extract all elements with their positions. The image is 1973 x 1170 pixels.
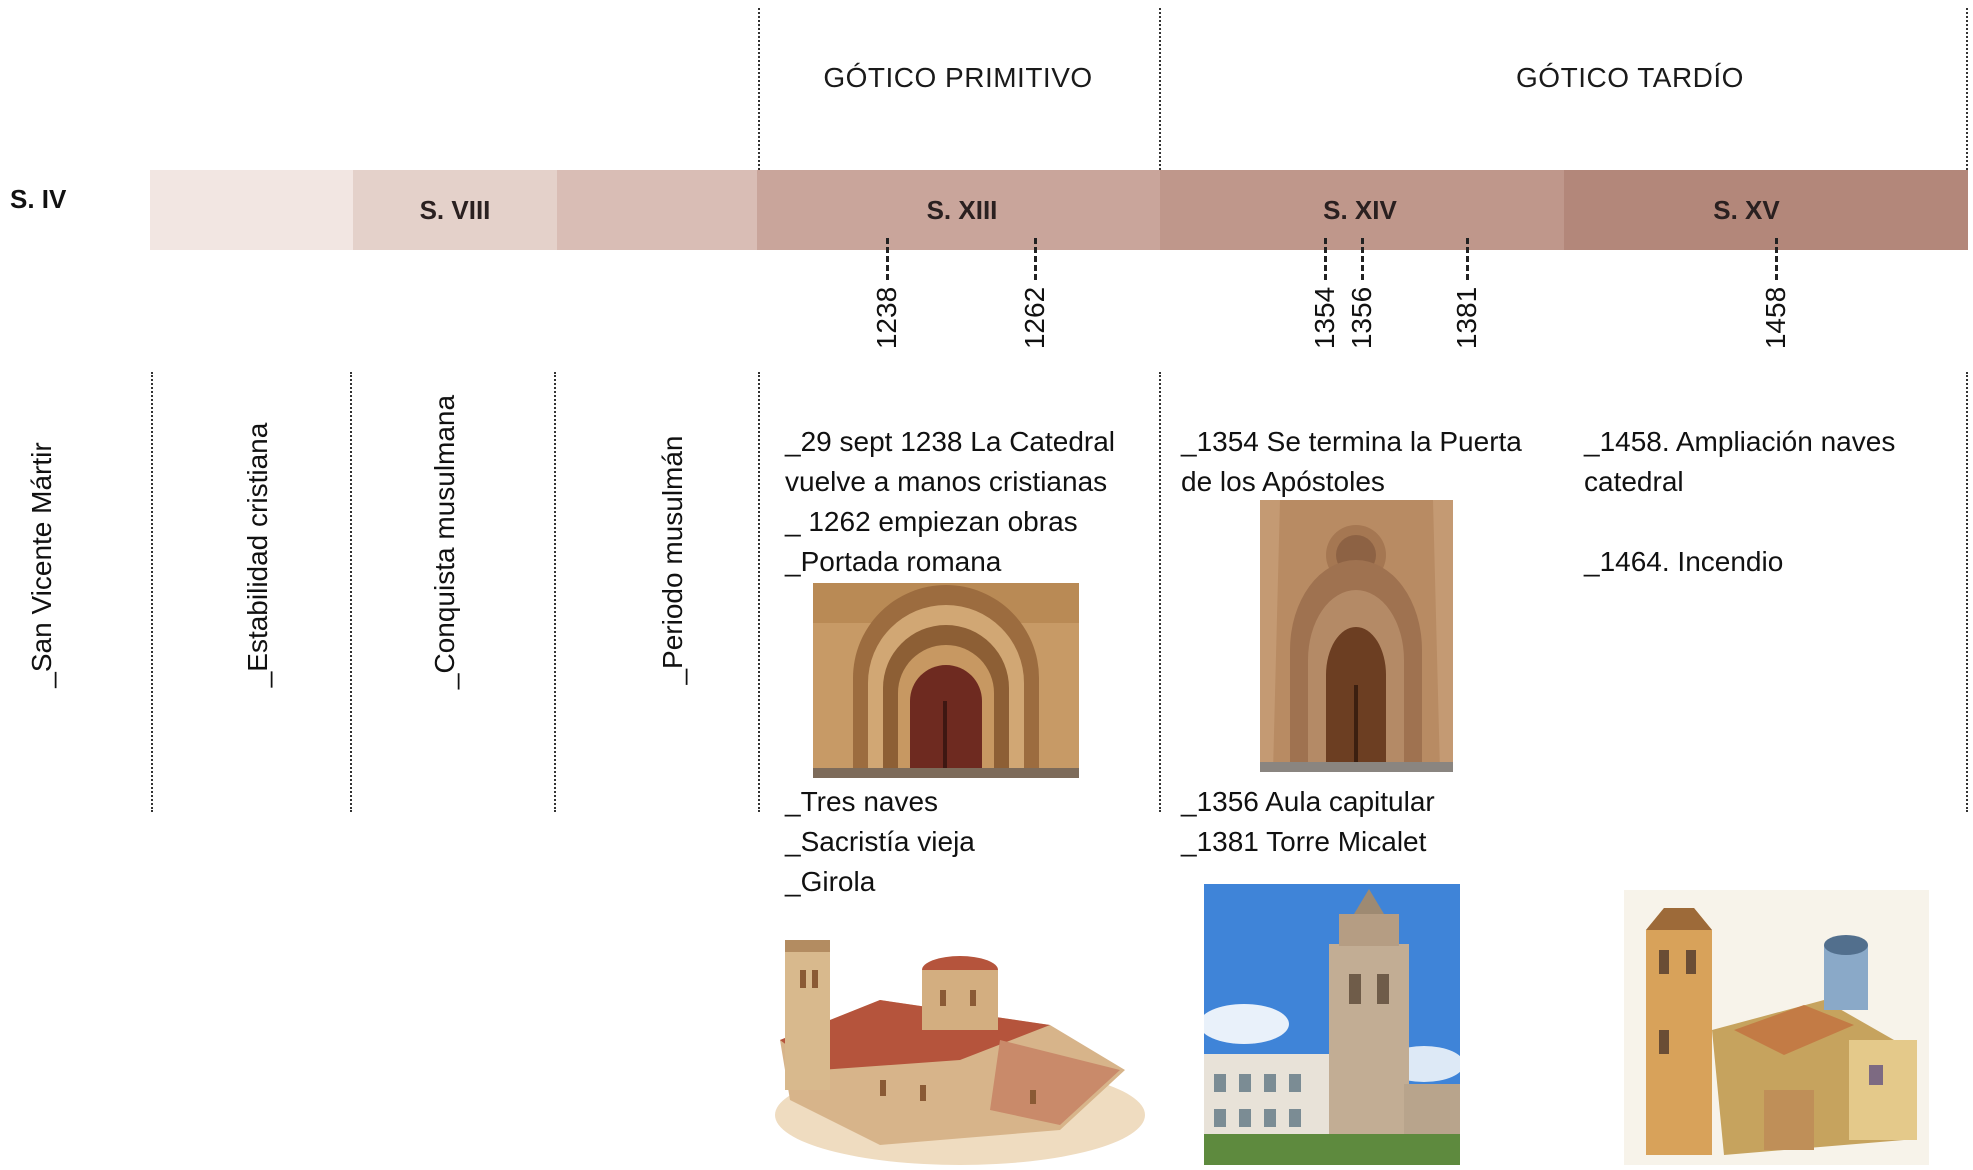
year-tick xyxy=(1324,238,1327,280)
event-line: _1356 Aula capitular xyxy=(1181,786,1435,817)
period-divider xyxy=(1966,8,1968,170)
year-tick xyxy=(886,238,889,280)
century-label-s15: S. XV xyxy=(1713,195,1780,225)
period-divider xyxy=(1159,8,1161,170)
timeline-band-2: S. VIII xyxy=(353,170,557,250)
period-gotico-primitivo: GÓTICO PRIMITIVO xyxy=(823,62,1093,93)
timeline-band-1 xyxy=(150,170,353,250)
column-divider xyxy=(554,372,556,812)
century-label-s4: S. IV xyxy=(10,184,67,214)
s13-event-list-top: _29 sept 1238 La Catedral vuelve a manos… xyxy=(785,422,1115,582)
year-tick xyxy=(1034,238,1037,280)
timeline-band-5: S. XIV xyxy=(1160,170,1564,250)
period-divider xyxy=(758,8,760,170)
event-line: _Sacristía vieja xyxy=(785,826,975,857)
s14-event-list-bottom: _1356 Aula capitular _1381 Torre Micalet xyxy=(1181,782,1435,862)
event-line: _1464. Incendio xyxy=(1584,546,1784,577)
event-line: _1458. Ampliación naves xyxy=(1584,426,1896,457)
period-gotico-tardio: GÓTICO TARDÍO xyxy=(1516,62,1744,93)
event-line: _1354 Se termina la Puerta xyxy=(1181,426,1522,457)
year-tick xyxy=(1361,238,1364,280)
romanesque-portal-image xyxy=(813,583,1079,778)
column-divider xyxy=(758,372,760,812)
late-cathedral-illustration xyxy=(1624,890,1929,1165)
event-line: _ 1262 empiezan obras xyxy=(785,506,1078,537)
s15-event-list: _1458. Ampliación naves catedral _1464. … xyxy=(1584,422,1895,582)
year-tick xyxy=(1466,238,1469,280)
timeline-band-4: S. XIII xyxy=(757,170,1160,250)
event-line: vuelve a manos cristianas xyxy=(785,466,1108,497)
column-divider xyxy=(1966,372,1968,812)
event-spacer xyxy=(1584,502,1895,542)
column-divider xyxy=(1159,372,1161,812)
event-line: _Girola xyxy=(785,866,876,897)
event-line: _29 sept 1238 La Catedral xyxy=(785,426,1116,457)
event-line: catedral xyxy=(1584,466,1684,497)
century-label-s8: S. VIII xyxy=(419,195,491,225)
event-line: _Portada romana xyxy=(785,546,1002,577)
timeline-band-6: S. XV xyxy=(1564,170,1968,250)
s14-event-list-top: _1354 Se termina la Puerta de los Apósto… xyxy=(1181,422,1522,502)
apostles-door-image xyxy=(1260,500,1453,772)
century-label-s14: S. XIV xyxy=(1323,195,1397,225)
column-divider xyxy=(151,372,153,812)
micalet-tower-image xyxy=(1199,884,1464,1165)
year-tick xyxy=(1775,238,1778,280)
century-label-s13: S. XIII xyxy=(926,195,998,225)
timeline-band-3 xyxy=(557,170,757,250)
event-line: _Tres naves xyxy=(785,786,939,817)
column-divider xyxy=(350,372,352,812)
cathedral-model-illustration xyxy=(760,930,1145,1165)
event-line: de los Apóstoles xyxy=(1181,466,1385,497)
s13-event-list-bottom: _Tres naves _Sacristía vieja _Girola xyxy=(785,782,975,902)
event-line: _1381 Torre Micalet xyxy=(1181,826,1427,857)
